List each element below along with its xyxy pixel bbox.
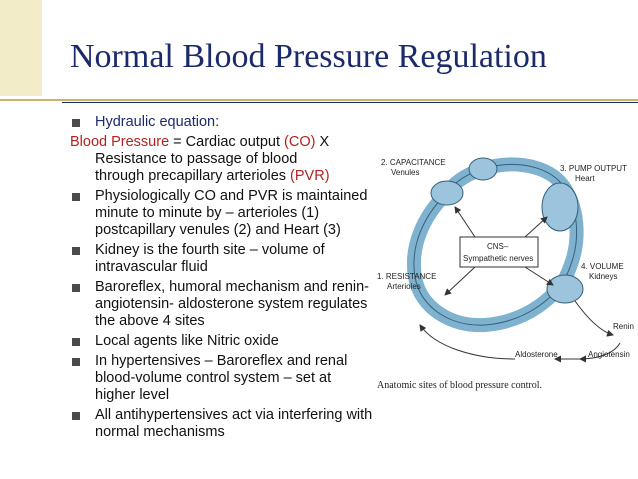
label-cns: CNS– [487,242,509,251]
venule-blob [430,180,464,206]
label-heart: Heart [575,174,595,183]
aldosterone-arrow [419,324,516,360]
square-bullet-icon [72,358,80,366]
bullet-text: All antihypertensives act via interferin… [95,407,373,440]
equation-cardiac-output: = Cardiac output [169,134,285,150]
bullet-item: Baroreflex, humoral mechanism and renin-… [70,279,375,330]
square-bullet-icon [72,338,80,346]
bullet-item: All antihypertensives act via interferin… [70,407,375,441]
label-sympathetic-nerves: Sympathetic nerves [463,254,533,263]
bullet-text: Physiologically CO and PVR is maintained… [95,188,368,238]
blood-pressure-equation: Blood Pressure = Cardiac output (CO) X R… [70,134,375,185]
angiotensin-arrow [579,342,621,363]
bullet-text: Kidney is the fourth site – volume of in… [95,242,325,275]
label-kidneys: Kidneys [589,272,617,281]
equation-blood-pressure: Blood Pressure [70,134,170,150]
circulation-diagram-svg: 2. CAPACITANCE Venules 3. PUMP OUTPUT He… [377,157,634,363]
nerve-arrow [454,206,476,238]
kidney-shape [546,274,584,304]
nerve-arrow [524,216,548,238]
square-bullet-icon [72,119,80,127]
vessel-loop-outline [413,164,578,326]
nerve-arrow [524,266,554,286]
equation-times: X [315,134,330,150]
title-divider-gold [0,99,638,101]
title-divider-navy [62,102,638,103]
slide-title: Normal Blood Pressure Regulation [70,38,547,75]
label-pump-output: 3. PUMP OUTPUT [560,164,627,173]
bullet-list: Hydraulic equation: Blood Pressure = Car… [70,114,375,444]
label-venules: Venules [391,168,419,177]
square-bullet-icon [72,193,80,201]
heart-shape [541,182,579,232]
diagram-caption: Anatomic sites of blood pressure control… [377,380,542,391]
square-bullet-icon [72,284,80,292]
bp-control-diagram: 2. CAPACITANCE Venules 3. PUMP OUTPUT He… [375,147,638,399]
label-volume: 4. VOLUME [581,262,624,271]
label-renin: Renin [613,322,634,331]
equation-resistance-line: Resistance to passage of blood [95,151,298,167]
label-capacitance: 2. CAPACITANCE [381,158,446,167]
bullet-item: Kidney is the fourth site – volume of in… [70,242,375,276]
equation-co-abbrev: (CO) [284,134,316,150]
cns-box [459,236,539,268]
bullet-item: In hypertensives – Baroreflex and renal … [70,353,375,404]
equation-arterioles-line: through precapillary arterioles (PVR) [70,168,375,185]
equation-arterioles-text: through precapillary arterioles [95,168,291,184]
bullet-item: Physiologically CO and PVR is maintained… [70,188,375,239]
label-arterioles: Arterioles [387,282,421,291]
nerve-arrow [444,266,476,296]
label-resistance: 1. RESISTANCE [377,272,436,281]
venule-blob [468,157,498,181]
equation-pvr-abbrev: (PVR) [290,168,330,184]
bullet-text: Hydraulic equation: [95,114,220,130]
bullet-hydraulic-equation: Hydraulic equation: [70,114,375,131]
square-bullet-icon [72,412,80,420]
decorative-side-bar [0,0,42,96]
bullet-text: Baroreflex, humoral mechanism and renin-… [95,279,370,329]
bullet-text: Local agents like Nitric oxide [95,333,279,349]
label-aldosterone: Aldosterone [515,350,558,359]
bullet-text: In hypertensives – Baroreflex and renal … [95,353,348,403]
square-bullet-icon [72,247,80,255]
label-angiotensin: Angiotensin [588,350,630,359]
bullet-item: Local agents like Nitric oxide [70,333,375,350]
renin-arrow [574,300,614,337]
